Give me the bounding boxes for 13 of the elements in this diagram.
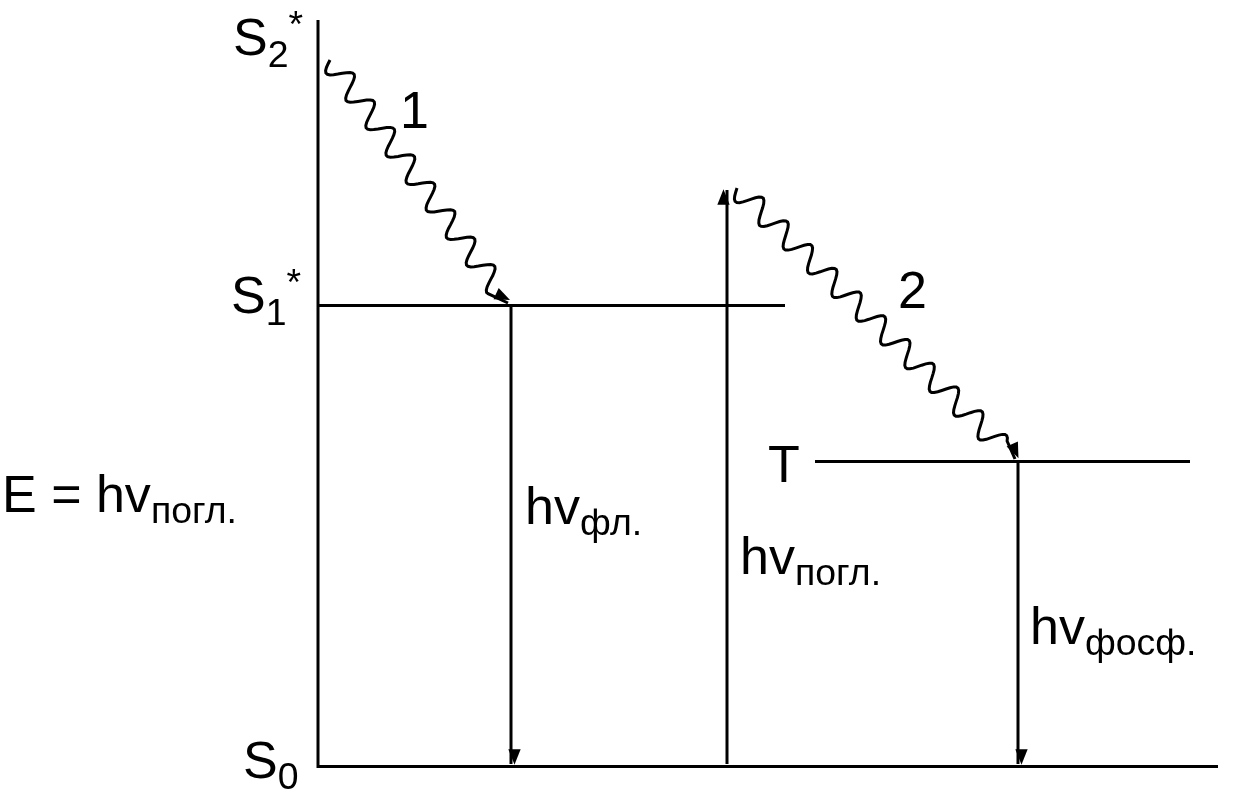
wavy-arrow [324, 59, 511, 305]
edge-label: hv$_{фл.}$ [525, 478, 643, 544]
axis-label: E = hv$_{погл.}$ [2, 466, 237, 532]
level-label: S$_{0}$ [243, 732, 299, 798]
arrow [717, 189, 730, 764]
level-label: T [768, 436, 800, 494]
edge-label: hv$_{погл.}$ [740, 528, 882, 594]
wavy-arrow [732, 187, 1019, 460]
edge-label: hv$_{фосф.}$ [1030, 598, 1197, 664]
edge-label: 2 [898, 262, 927, 320]
arrow [508, 307, 521, 765]
edge-label: 1 [400, 82, 429, 140]
arrow [1015, 463, 1028, 765]
